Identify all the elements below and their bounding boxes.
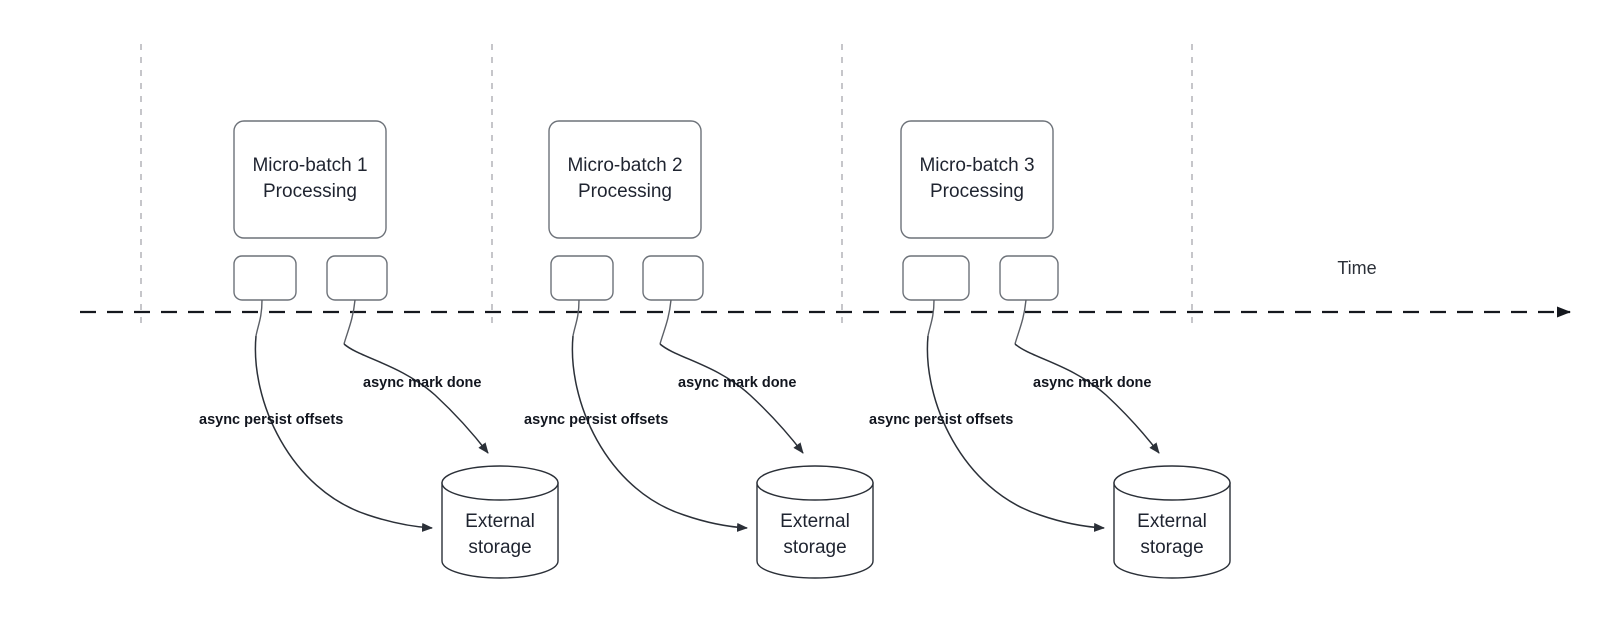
mark-done-task-2-box[interactable] bbox=[642, 255, 704, 301]
external-storage-3-body[interactable] bbox=[1113, 482, 1231, 579]
mark-done-task-3-stem bbox=[1014, 299, 1027, 345]
mark-done-label-1: async mark done bbox=[363, 375, 481, 391]
persist-task-1-box[interactable] bbox=[233, 255, 297, 301]
mark-done-curve-3 bbox=[1014, 343, 1160, 454]
mark-done-task-1-stem bbox=[343, 299, 356, 345]
external-storage-1-body[interactable] bbox=[441, 482, 559, 579]
external-storage-1-top bbox=[441, 465, 559, 501]
persist-task-3-box[interactable] bbox=[902, 255, 970, 301]
mark-done-task-2-stem bbox=[659, 299, 672, 345]
mark-done-task-3-box[interactable] bbox=[999, 255, 1059, 301]
external-storage-2-body[interactable] bbox=[756, 482, 874, 579]
external-storage-1-label-line2: storage bbox=[468, 537, 531, 558]
micro-batch-3-box[interactable] bbox=[900, 120, 1054, 239]
external-storage-2-top bbox=[756, 465, 874, 501]
micro-batch-2-box[interactable] bbox=[548, 120, 702, 239]
persist-offsets-label-2: async persist offsets bbox=[524, 412, 668, 428]
micro-batch-3-label-line2: Processing bbox=[930, 181, 1024, 202]
group-micro-batch-3: Micro-batch 3 Processing async persist o… bbox=[869, 120, 1231, 579]
time-axis-label: Time bbox=[1337, 258, 1376, 278]
micro-batch-2-label-line2: Processing bbox=[578, 181, 672, 202]
external-storage-3-top bbox=[1113, 465, 1231, 501]
external-storage-2-label-line1: External bbox=[780, 511, 850, 532]
mark-done-curve-2 bbox=[659, 343, 804, 454]
persist-offsets-curve-1 bbox=[254, 335, 433, 532]
micro-batch-3-label-line1: Micro-batch 3 bbox=[919, 155, 1034, 176]
external-storage-3-label-line1: External bbox=[1137, 511, 1207, 532]
micro-batch-1-label-line2: Processing bbox=[263, 181, 357, 202]
mark-done-task-1-box[interactable] bbox=[326, 255, 388, 301]
external-storage-1-label-line1: External bbox=[465, 511, 535, 532]
persist-offsets-curve-3 bbox=[926, 335, 1105, 532]
persist-offsets-curve-2 bbox=[571, 335, 748, 532]
persist-task-2-box[interactable] bbox=[550, 255, 614, 301]
external-storage-3-label-line2: storage bbox=[1140, 537, 1203, 558]
group-micro-batch-2: Micro-batch 2 Processing async persist o… bbox=[524, 120, 874, 579]
mark-done-label-2: async mark done bbox=[678, 375, 796, 391]
micro-batch-1-box[interactable] bbox=[233, 120, 387, 239]
persist-task-2-stem bbox=[572, 299, 580, 337]
persist-offsets-label-1: async persist offsets bbox=[199, 412, 343, 428]
persist-offsets-label-3: async persist offsets bbox=[869, 412, 1013, 428]
persist-task-3-stem bbox=[927, 299, 935, 337]
external-storage-2-label-line2: storage bbox=[783, 537, 846, 558]
tick-line-group bbox=[140, 44, 1193, 330]
persist-task-1-stem bbox=[255, 299, 263, 337]
mark-done-curve-1 bbox=[343, 343, 489, 454]
micro-batch-1-label-line1: Micro-batch 1 bbox=[252, 155, 367, 176]
micro-batch-2-label-line1: Micro-batch 2 bbox=[567, 155, 682, 176]
mark-done-label-3: async mark done bbox=[1033, 375, 1151, 391]
group-micro-batch-1: Micro-batch 1 Processing async persist o… bbox=[199, 120, 559, 579]
